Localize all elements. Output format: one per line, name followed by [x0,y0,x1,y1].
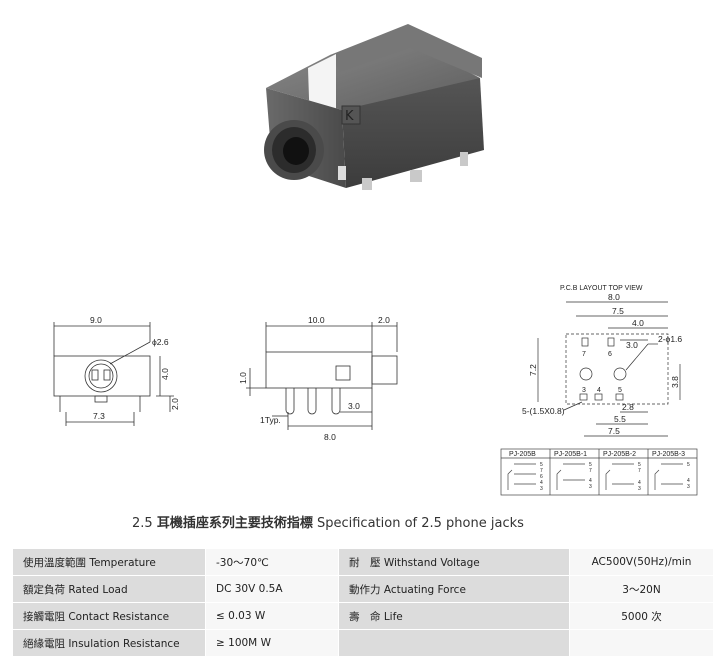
pin-5: 5 [618,387,622,394]
spec-label: 絕緣電阻 Insulation Resistance [12,629,206,657]
side-length: 10.0 [308,315,325,325]
spec-value: -30～70℃ [205,548,339,576]
side-view-drawing: 10.0 2.0 1.0 1Typ. 3.0 8.0 [238,315,398,442]
caption-en: Specification of 2.5 phone jacks [316,516,524,531]
pin-3: 3 [582,387,586,394]
spec-value: AC500V(50Hz)/min [569,548,714,576]
pcb-layout-drawing: P.C.B LAYOUT TOP VIEW 8.0 7.5 4.0 3.0 2-… [522,285,682,437]
schematic-pin: 3 [638,486,641,492]
pcb-d55: 5.5 [614,414,626,424]
table-row: 接觸電阻 Contact Resistance ≤ 0.03 W 壽 命 Lif… [12,602,714,630]
spec-label: 動作力 Actuating Force [338,575,570,603]
spec-label [338,629,570,657]
front-hole: ϕ2.6 [152,337,169,347]
front-pin-span: 7.3 [93,411,105,421]
schematic-label: PJ-205B-2 [603,451,636,458]
front-height: 4.0 [160,368,170,380]
schematic-pin: 4 [589,478,592,484]
spec-value: ≤ 0.03 W [205,602,339,630]
spec-label: 使用溫度範圍 Temperature [12,548,206,576]
side-pin-span: 8.0 [324,432,336,442]
pcb-d75b: 7.5 [608,426,620,436]
front-width: 9.0 [90,315,102,325]
caption-number: 2.5 [132,516,153,531]
pcb-d30: 3.0 [626,340,638,350]
schematic-pin: 3 [540,486,543,492]
side-nose: 2.0 [378,315,390,325]
svg-text:K: K [345,109,354,124]
schematic-pin: 4 [638,480,641,486]
table-row: 額定負荷 Rated Load DC 30V 0.5A 動作力 Actuatin… [12,575,714,603]
spec-label: 接觸電阻 Contact Resistance [12,602,206,630]
spec-table: 使用溫度範圍 Temperature -30～70℃ 耐 壓 Withstand… [12,548,714,657]
schematic-label: PJ-205B [509,451,536,458]
schematic-pin: 5 [687,462,690,468]
front-pin-height: 2.0 [170,398,180,410]
product-photo: K [264,24,484,190]
pin-7: 7 [582,351,586,358]
spec-value [569,629,714,657]
spec-value: 5000 次 [569,602,714,630]
pcb-hole: 2-ϕ1.6 [658,334,682,344]
schematic-pin: 6 [540,474,543,480]
schematic-label: PJ-205B-1 [554,451,587,458]
schematic-pin: 4 [540,480,543,486]
spec-value: ≥ 100M W [205,629,339,657]
schematic-pin: 7 [589,468,592,474]
spec-label: 額定負荷 Rated Load [12,575,206,603]
schematic-pin: 7 [638,468,641,474]
pin-6: 6 [608,351,612,358]
schematic-table: PJ-205B PJ-205B-1 PJ-205B-2 PJ-205B-3 5 … [500,448,698,496]
table-row: 使用溫度範圍 Temperature -30～70℃ 耐 壓 Withstand… [12,548,714,576]
spec-caption: 2.5 耳機插座系列主要技術指標 Specification of 2.5 ph… [132,512,524,531]
caption-cn: 耳機插座系列主要技術指標 [156,516,313,531]
side-pin-gap: 3.0 [348,401,360,411]
pcb-d72: 7.2 [528,364,538,376]
spec-value: 3～20N [569,575,714,603]
pcb-d28: 2.8 [622,402,634,412]
side-left-h: 1.0 [238,372,248,384]
pcb-d75: 7.5 [612,306,624,316]
schematic-pin: 3 [589,484,592,490]
table-row: 絕緣電阻 Insulation Resistance ≥ 100M W [12,629,714,657]
pin-4: 4 [597,387,601,394]
spec-value: DC 30V 0.5A [205,575,339,603]
pcb-pad: 5-(1.5X0.8) [522,406,565,416]
pcb-d38: 3.8 [670,376,680,388]
spec-label: 耐 壓 Withstand Voltage [338,548,570,576]
pcb-header: P.C.B LAYOUT TOP VIEW [560,285,643,292]
schematic-pin: 7 [540,468,543,474]
pcb-d40: 4.0 [632,318,644,328]
schematic-pin: 4 [687,478,690,484]
front-view-drawing: 9.0 ϕ2.6 4.0 2.0 7.3 [53,315,180,426]
spec-label: 壽 命 Life [338,602,570,630]
schematic-pin: 5 [540,462,543,468]
schematic-pin: 5 [589,462,592,468]
side-typ: 1Typ. [260,415,281,425]
schematic-pin: 3 [687,484,690,490]
schematic-pin: 5 [638,462,641,468]
schematic-label: PJ-205B-3 [652,451,685,458]
pcb-d8: 8.0 [608,292,620,302]
